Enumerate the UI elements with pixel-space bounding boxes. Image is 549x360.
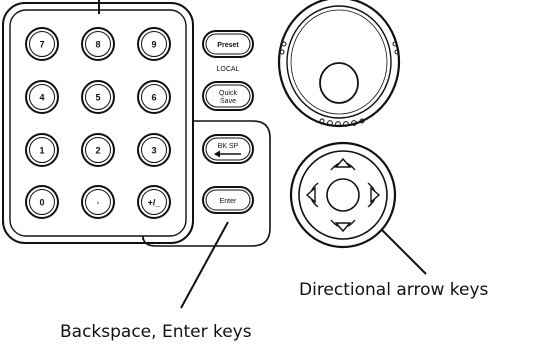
knob-finger-dimple: [319, 62, 359, 104]
directional-callout-line: [380, 228, 427, 275]
key-4[interactable]: 4: [25, 80, 59, 114]
directional-callout-text: Directional arrow keys: [299, 280, 489, 300]
backspace-enter-callout-line: [180, 221, 229, 309]
key-6-label: 6: [151, 93, 156, 103]
key-7-label: 7: [39, 40, 44, 50]
key-0[interactable]: 0: [25, 185, 59, 219]
quick-save-label-line1: Quick: [219, 90, 237, 97]
knob-grip-ridges: [279, 41, 400, 127]
quick-save-key[interactable]: Quick Save: [202, 81, 254, 111]
key-8-label: 8: [95, 40, 100, 50]
key-5[interactable]: 5: [81, 80, 115, 114]
arrow-up-key[interactable]: [330, 157, 356, 171]
key-9[interactable]: 9: [137, 27, 171, 61]
local-label: LOCAL: [217, 66, 240, 73]
function-key-enclosure: [142, 120, 271, 247]
key-5-label: 5: [95, 93, 100, 103]
enter-key[interactable]: Enter: [202, 186, 254, 214]
arrow-up-icon: [334, 157, 352, 168]
key-3-label: 3: [151, 146, 156, 156]
key-plus-minus-label: +/_: [148, 198, 162, 208]
key-7[interactable]: 7: [25, 27, 59, 61]
key-8[interactable]: 8: [81, 27, 115, 61]
key-9-label: 9: [151, 40, 156, 50]
preset-key[interactable]: Preset: [202, 30, 254, 58]
backspace-arrow-icon: [214, 150, 241, 158]
quick-save-label-line2: Save: [220, 98, 236, 105]
key-0-label: 0: [39, 198, 44, 208]
key-dot[interactable]: ◦: [81, 185, 115, 219]
key-4-label: 4: [39, 93, 44, 103]
key-6[interactable]: 6: [137, 80, 171, 114]
keypad-housing-outer: [2, 2, 194, 244]
numeric-keypad: 7 8 9 4 5 6 1 2 3 0 ◦ +/_: [25, 27, 171, 219]
dpad-center: [326, 178, 360, 212]
keypad-housing-inner: [9, 9, 187, 237]
backspace-key-label: BK SP: [218, 143, 239, 150]
key-2-label: 2: [95, 146, 100, 156]
key-plus-minus[interactable]: +/_: [137, 185, 171, 219]
arrow-left-key[interactable]: [305, 182, 319, 208]
rotary-knob[interactable]: [277, 0, 401, 128]
enter-key-label: Enter: [220, 198, 237, 205]
preset-key-label: Preset: [217, 42, 239, 49]
arrow-left-icon: [305, 186, 316, 204]
key-1-label: 1: [39, 146, 44, 156]
key-2[interactable]: 2: [81, 133, 115, 167]
key-dot-label: ◦: [96, 198, 99, 208]
arrow-right-icon: [370, 186, 381, 204]
key-1[interactable]: 1: [25, 133, 59, 167]
arrow-right-key[interactable]: [367, 182, 381, 208]
arrow-down-key[interactable]: [330, 219, 356, 233]
directional-pad: [289, 141, 397, 249]
backspace-key[interactable]: BK SP: [202, 134, 254, 164]
key-3[interactable]: 3: [137, 133, 171, 167]
arrow-down-icon: [334, 222, 352, 233]
backspace-enter-callout-text: Backspace, Enter keys: [60, 322, 252, 342]
